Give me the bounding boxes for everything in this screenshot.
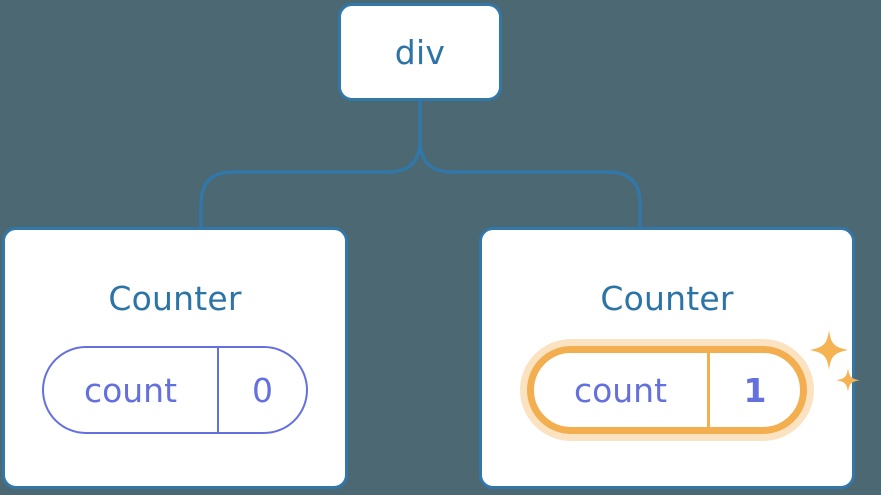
node-counter-left[interactable]: Counter count 0: [2, 227, 348, 489]
node-div[interactable]: div: [338, 3, 502, 101]
state-key-right: count: [534, 353, 710, 427]
state-pill-right[interactable]: count 1: [527, 346, 807, 434]
state-value-right: 1: [743, 370, 767, 410]
state-pill-left[interactable]: count 0: [42, 346, 308, 434]
state-pill-wrapper-left: count 0: [42, 346, 308, 434]
node-counter-right[interactable]: Counter count 1: [479, 227, 860, 489]
node-div-label: div: [394, 32, 446, 72]
connector-to-right-counter: [418, 99, 642, 229]
sparkle-icon-small: [836, 368, 860, 392]
state-pill-wrapper-right: count 1: [527, 330, 860, 434]
sparkle-group: [810, 330, 860, 392]
connector-to-left-counter: [199, 99, 422, 229]
state-key-left: count: [44, 348, 219, 432]
state-value-left: 0: [252, 370, 273, 410]
node-counter-right-title: Counter: [600, 279, 734, 318]
node-counter-left-title: Counter: [108, 279, 242, 318]
sparkle-icon-large: [810, 330, 848, 370]
